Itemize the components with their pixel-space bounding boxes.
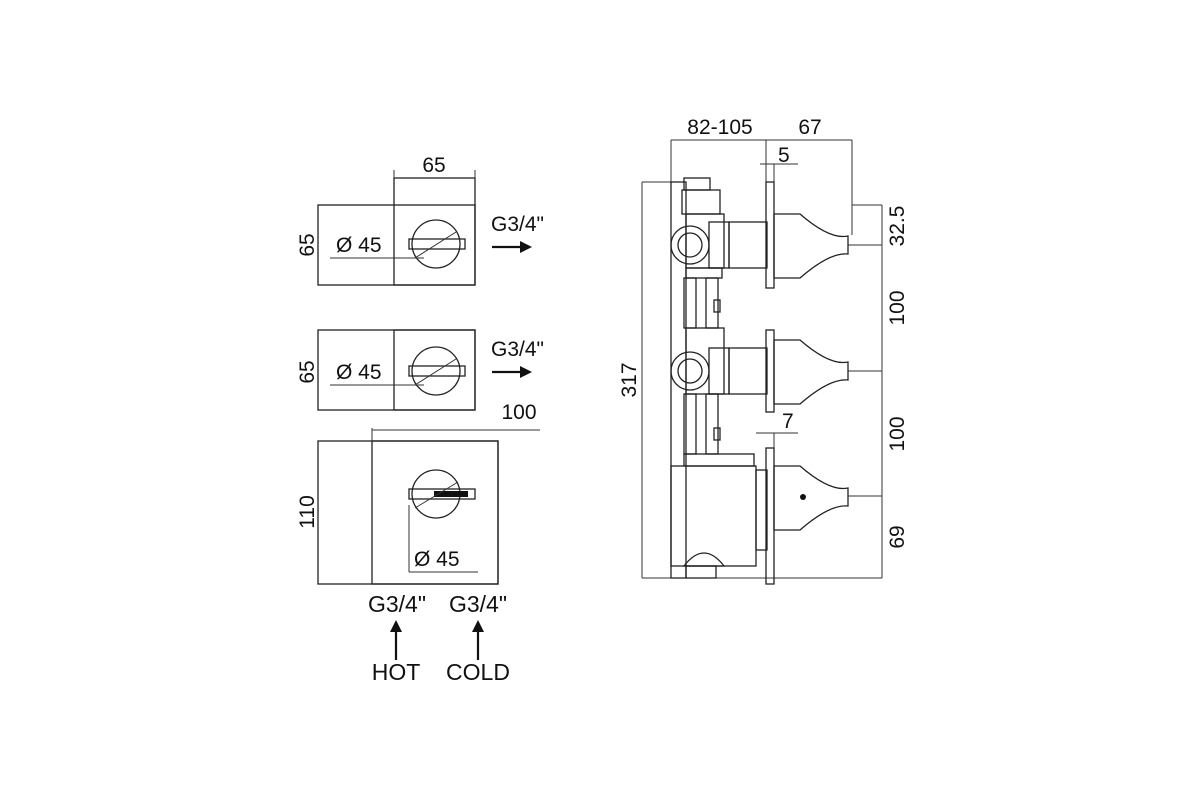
middle-plate-diameter-label: Ø 45 — [336, 361, 382, 384]
cold-inlet: G3/4" COLD — [446, 591, 510, 685]
middle-outlet-arrow-icon — [492, 366, 532, 378]
middle-plate-outlet-label: G3/4" — [491, 338, 544, 361]
top-offset-label: 32.5 — [886, 206, 909, 247]
bottom-plate-diameter-label: Ø 45 — [414, 548, 460, 571]
spacing-top-label: 100 — [886, 290, 909, 325]
hot-inlet-arrow-icon — [390, 620, 402, 660]
cold-inlet-thread-label: G3/4" — [449, 591, 507, 617]
cold-inlet-arrow-icon — [472, 620, 484, 660]
handle-depth-label: 67 — [798, 116, 821, 139]
top-plate-front-view: 65 65 Ø 45 G3/4" — [296, 154, 544, 286]
bottom-plate-front-view: 100 110 Ø 45 — [296, 401, 540, 585]
upper-diverter-nut — [670, 221, 730, 269]
top-plate-height-label: 65 — [296, 233, 319, 256]
middle-handle — [773, 339, 849, 405]
bottom-plate-height-label: 110 — [296, 495, 319, 528]
top-outlet-arrow-icon — [492, 241, 532, 253]
top-plate-width-label: 65 — [422, 154, 445, 177]
bottom-plate-width-label: 100 — [501, 401, 536, 424]
middle-plate-front-view: 65 Ø 45 G3/4" — [296, 329, 544, 411]
top-plate-outlet-label: G3/4" — [491, 213, 544, 236]
plate-thickness-label: 5 — [778, 144, 790, 167]
hot-inlet-name: HOT — [372, 659, 421, 685]
depth-label: 82-105 — [687, 116, 752, 139]
valve-body — [670, 177, 757, 579]
middle-diverter-nut — [670, 347, 730, 395]
spacing-bottom-label: 100 — [886, 416, 909, 451]
top-plate-diameter-label: Ø 45 — [336, 234, 382, 257]
middle-plate-height-label: 65 — [296, 360, 319, 383]
bottom-handle-indicator-icon — [800, 494, 806, 500]
hot-inlet-thread-label: G3/4" — [368, 591, 426, 617]
total-height-label: 317 — [618, 362, 641, 397]
bottom-plate-thickness-label: 7 — [782, 410, 794, 433]
hot-inlet: G3/4" HOT — [368, 591, 426, 685]
bottom-handle — [773, 465, 849, 531]
top-handle — [773, 213, 849, 279]
side-view: 82-105 67 5 317 32.5 100 100 69 7 — [618, 116, 909, 585]
bottom-offset-label: 69 — [886, 525, 909, 548]
cold-inlet-name: COLD — [446, 659, 510, 685]
